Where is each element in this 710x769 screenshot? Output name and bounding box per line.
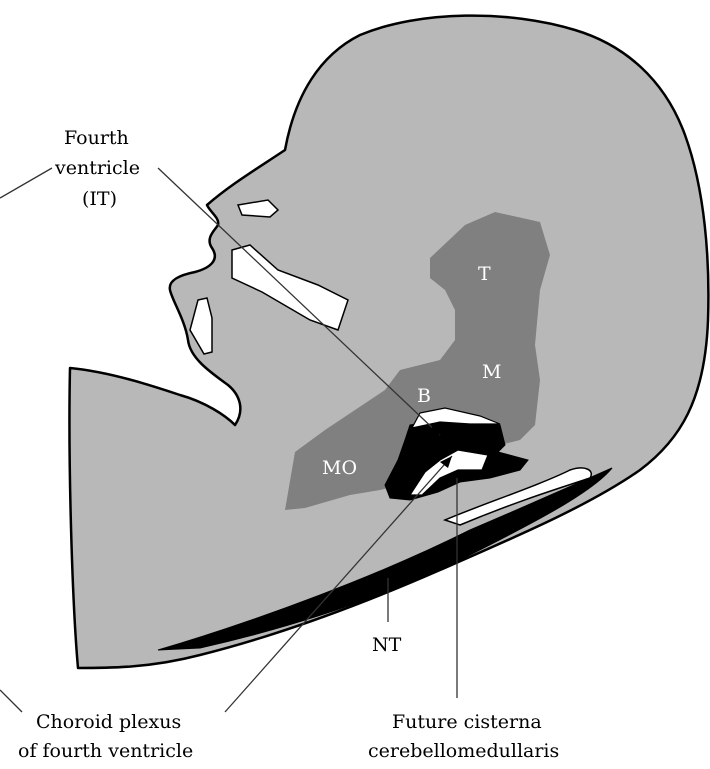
label-future-cisterna-line1: Future cisterna (392, 711, 542, 733)
label-fourth-ventricle-line1: Fourth (64, 127, 129, 149)
label-choroid-plexus-line1: Choroid plexus (36, 711, 181, 733)
label-nt: NT (372, 634, 402, 656)
label-t: T (478, 263, 491, 285)
pointer-choroid-plexus-left (0, 690, 22, 712)
label-fourth-ventricle-line2: ventricle (54, 157, 140, 179)
label-fourth-ventricle-line3: (IT) (82, 188, 117, 210)
pointer-fourth-ventricle-left (0, 168, 52, 198)
label-choroid-plexus-line2: of fourth ventricle (18, 740, 193, 762)
label-mo: MO (322, 457, 357, 479)
label-b: B (417, 385, 431, 407)
label-future-cisterna-line2: cerebellomedullaris (368, 740, 559, 762)
label-m: M (482, 361, 501, 383)
